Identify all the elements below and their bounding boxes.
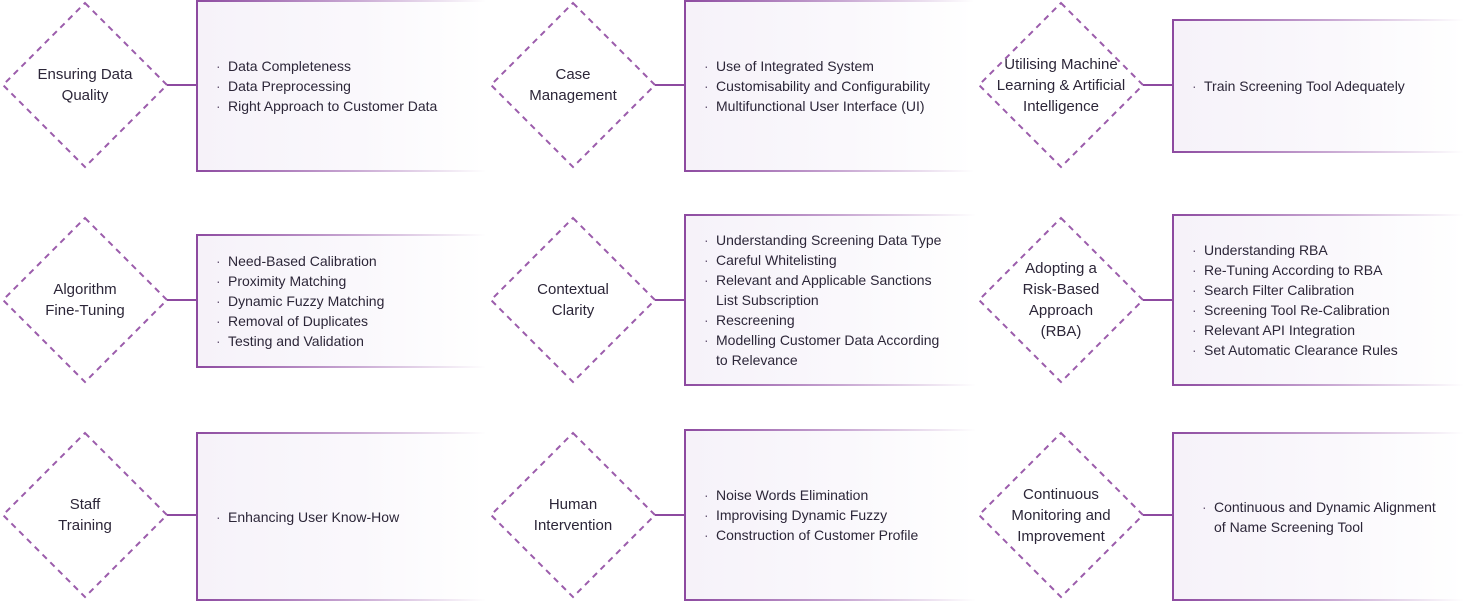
pillar-item-list: Understanding RBA Re-Tuning According to… — [1174, 240, 1398, 360]
pillar-item-list: Noise Words Elimination Improvising Dyna… — [686, 485, 918, 545]
pillar-human-intervention: Human Intervention Noise Words Eliminati… — [489, 429, 979, 601]
list-item: Relevant API Integration — [1192, 320, 1398, 340]
list-item: Multifunctional User Interface (UI) — [704, 96, 930, 116]
pillar-details-box: Noise Words Elimination Improvising Dyna… — [684, 429, 976, 601]
list-item: Customisability and Configurability — [704, 76, 930, 96]
pillar-item-list: Need-Based Calibration Proximity Matchin… — [198, 251, 384, 351]
list-item: Construction of Customer Profile — [704, 525, 918, 545]
list-item: Modelling Customer Data According to Rel… — [704, 330, 954, 370]
connector-line — [167, 84, 197, 86]
list-item: Set Automatic Clearance Rules — [1192, 340, 1398, 360]
list-item: Relevant and Applicable Sanctions List S… — [704, 270, 954, 310]
connector-line — [1143, 514, 1173, 516]
connector-line — [1143, 84, 1173, 86]
diamond-shape — [977, 431, 1145, 599]
pillar-details-box: Understanding Screening Data Type Carefu… — [684, 214, 976, 386]
pillar-title: Human Intervention — [533, 496, 613, 534]
pillar-details-box: Understanding RBA Re-Tuning According to… — [1172, 214, 1464, 386]
pillar-item-list: Continuous and Dynamic Alignment of Name… — [1174, 497, 1442, 537]
pillar-details-box: Need-Based Calibration Proximity Matchin… — [196, 234, 486, 368]
pillar-details-box: Continuous and Dynamic Alignment of Name… — [1172, 432, 1464, 601]
list-item: Careful Whitelisting — [704, 250, 954, 270]
list-item: Data Completeness — [216, 56, 437, 76]
pillar-title: Case Management — [529, 66, 617, 104]
list-item: Search Filter Calibration — [1192, 280, 1398, 300]
list-item: Re-Tuning According to RBA — [1192, 260, 1398, 280]
list-item: Screening Tool Re-Calibration — [1192, 300, 1398, 320]
diamond-shape — [1, 431, 169, 599]
connector-line — [1143, 299, 1173, 301]
diamond-shape — [977, 1, 1145, 169]
pillar-title: Staff Training — [58, 496, 112, 534]
list-item: Use of Integrated System — [704, 56, 930, 76]
pillar-item-list: Data Completeness Data Preprocessing Rig… — [198, 56, 437, 116]
list-item: Removal of Duplicates — [216, 311, 384, 331]
list-item: Improvising Dynamic Fuzzy — [704, 505, 918, 525]
pillar-risk-based-approach: Adopting a Risk-Based Approach (RBA) Und… — [977, 214, 1467, 386]
pillar-title: Ensuring Data Quality — [37, 66, 133, 104]
pillar-case-management: Case Management Use of Integrated System… — [489, 0, 979, 172]
connector-line — [167, 299, 197, 301]
connector-line — [655, 514, 685, 516]
list-item: Testing and Validation — [216, 331, 384, 351]
pillar-staff-training: Staff Training Enhancing User Know-How — [1, 431, 486, 601]
list-item: Right Approach to Customer Data — [216, 96, 437, 116]
list-item: Understanding RBA — [1192, 240, 1398, 260]
list-item: Proximity Matching — [216, 271, 384, 291]
pillar-details-box: Use of Integrated System Customisability… — [684, 0, 974, 172]
pillar-item-list: Use of Integrated System Customisability… — [686, 56, 930, 116]
pillar-item-list: Train Screening Tool Adequately — [1174, 76, 1405, 96]
pillar-ensuring-data-quality: Ensuring Data Quality Data Completeness … — [1, 0, 486, 172]
pillar-continuous-monitoring: Continuous Monitoring and Improvement Co… — [977, 431, 1467, 601]
pillar-contextual-clarity: Contextual Clarity Understanding Screeni… — [489, 214, 979, 386]
pillar-details-box: Train Screening Tool Adequately — [1172, 19, 1464, 153]
pillar-title: Adopting a Risk-Based Approach (RBA) — [1022, 260, 1100, 340]
pillar-title: Continuous Monitoring and Improvement — [1011, 485, 1111, 545]
pillar-title: Algorithm Fine-Tuning — [45, 281, 125, 319]
diamond-shape — [489, 1, 657, 169]
list-item: Rescreening — [704, 310, 954, 330]
list-item: Need-Based Calibration — [216, 251, 384, 271]
connector-line — [167, 514, 197, 516]
pillar-title: Contextual Clarity — [537, 281, 609, 319]
pillar-algorithm-fine-tuning: Algorithm Fine-Tuning Need-Based Calibra… — [1, 216, 486, 386]
connector-line — [655, 84, 685, 86]
pillar-details-box: Enhancing User Know-How — [196, 432, 486, 601]
list-item: Train Screening Tool Adequately — [1192, 76, 1405, 96]
list-item: Noise Words Elimination — [704, 485, 918, 505]
list-item: Understanding Screening Data Type — [704, 230, 954, 250]
diamond-shape — [489, 216, 657, 384]
diamond-shape — [977, 216, 1145, 384]
pillar-title: Utilising Machine Learning & Artificial … — [996, 55, 1126, 115]
pillar-machine-learning-ai: Utilising Machine Learning & Artificial … — [977, 1, 1467, 171]
list-item: Enhancing User Know-How — [216, 507, 399, 527]
diamond-shape — [1, 1, 169, 169]
list-item: Dynamic Fuzzy Matching — [216, 291, 384, 311]
pillar-item-list: Understanding Screening Data Type Carefu… — [686, 230, 954, 370]
connector-line — [655, 299, 685, 301]
list-item: Data Preprocessing — [216, 76, 437, 96]
diamond-shape — [489, 431, 657, 599]
list-item: Continuous and Dynamic Alignment of Name… — [1202, 497, 1442, 537]
diamond-shape — [1, 216, 169, 384]
pillar-item-list: Enhancing User Know-How — [198, 507, 399, 527]
pillar-details-box: Data Completeness Data Preprocessing Rig… — [196, 0, 486, 172]
